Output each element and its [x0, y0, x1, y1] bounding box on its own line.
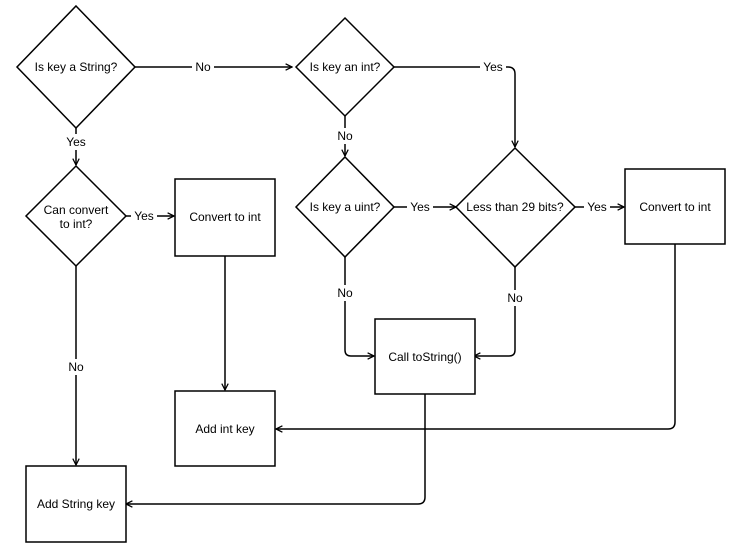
- edge-convert-yes: Yes: [125, 208, 174, 224]
- edge-label: No: [68, 360, 84, 374]
- node-label: Convert to int: [189, 210, 261, 224]
- node-label: Is key an int?: [310, 60, 381, 74]
- decision-less-than-29-bits: Less than 29 bits?: [454, 146, 577, 269]
- node-label: to int?: [60, 217, 93, 231]
- edge-label: No: [195, 60, 211, 74]
- edge-label: Yes: [410, 200, 430, 214]
- process-add-string-key: Add String key: [25, 465, 127, 543]
- node-label: Is key a uint?: [310, 200, 381, 214]
- edge-label: No: [507, 291, 523, 305]
- edge-convert2-to-addint: [276, 244, 676, 429]
- node-label: Less than 29 bits?: [466, 200, 564, 214]
- node-label: Add int key: [195, 422, 254, 436]
- edge-string-yes: Yes: [63, 128, 89, 165]
- edge-int-yes: Yes: [394, 59, 515, 147]
- edge-int-no: No: [334, 116, 356, 156]
- process-convert-to-int-1: Convert to int: [174, 178, 276, 257]
- decision-is-key-uint: Is key a uint?: [294, 155, 396, 259]
- node-label: Convert to int: [639, 200, 711, 214]
- edge-label: Yes: [483, 60, 503, 74]
- process-convert-to-int-2: Convert to int: [624, 168, 726, 245]
- edge-bits-yes: Yes: [574, 199, 624, 215]
- edge-label: No: [337, 129, 353, 143]
- edge-label: No: [337, 286, 353, 300]
- edge-label: Yes: [66, 135, 86, 149]
- edge-uint-no: No: [334, 257, 374, 356]
- process-add-int-key: Add int key: [174, 390, 276, 467]
- decision-is-key-string: Is key a String?: [15, 4, 137, 130]
- edge-uint-yes: Yes: [392, 199, 456, 215]
- node-label: Add String key: [37, 497, 115, 511]
- edge-bits-no: No: [474, 267, 526, 356]
- edge-tostring-to-addstring: [126, 394, 426, 504]
- edge-label: Yes: [587, 200, 607, 214]
- node-label: Can convert: [44, 203, 109, 217]
- node-label: Is key a String?: [35, 60, 118, 74]
- process-call-tostring: Call toString(): [374, 318, 476, 395]
- edge-string-no: No: [135, 59, 292, 75]
- edge-label: Yes: [134, 209, 154, 223]
- edge-convert-no: No: [65, 266, 87, 465]
- decision-can-convert: Can convert to int?: [24, 164, 128, 268]
- node-label: Call toString(): [388, 350, 461, 364]
- decision-is-key-int: Is key an int?: [294, 16, 396, 118]
